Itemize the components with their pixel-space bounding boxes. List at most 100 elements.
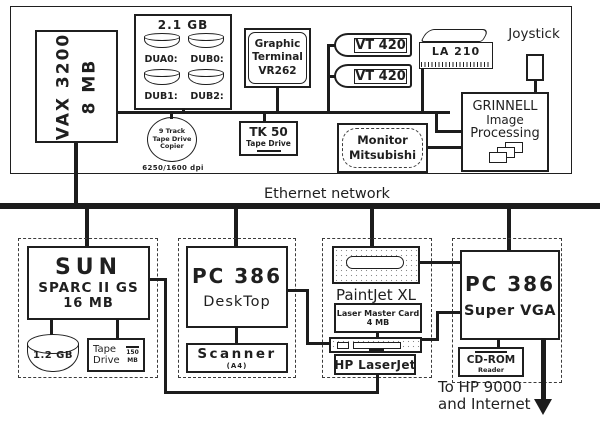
internet-note-line1: To HP 9000	[438, 378, 522, 396]
disk-cylinder-icon	[144, 69, 180, 85]
laserjet-to-pc-line	[436, 311, 460, 314]
sun-sparc-box: SUN SPARC II GS 16 MB	[27, 246, 150, 320]
hp-laserjet-printer-icon	[329, 337, 422, 353]
disk-cylinder-icon	[188, 69, 224, 85]
sun-tape-drive-box: Tape Drive 150 MB	[87, 338, 145, 372]
laser-master-card-box: Laser Master Card 4 MB	[334, 303, 422, 333]
sun-group-box	[18, 238, 158, 378]
graphic-terminal-line1: Graphic	[254, 38, 301, 51]
pc-vga-drop-line	[507, 209, 511, 251]
pc-to-laserjet-line	[306, 342, 331, 345]
pc-vga-type: Super VGA	[463, 302, 557, 319]
graphic-terminal-box: Graphic Terminal VR262	[244, 28, 311, 88]
disk-array-box: 2.1 GB DUA0: DUB0: DUB1: DUB2:	[134, 14, 232, 110]
sun-name: SUN	[54, 255, 123, 280]
connector-line	[421, 68, 424, 113]
laser-master-name: Laser Master Card	[336, 309, 420, 318]
vt420-terminal-top: VT 420	[334, 33, 412, 57]
paintjet-printer-icon	[332, 246, 420, 284]
disk-label-dub1: DUB1:	[144, 91, 178, 102]
paintjet-label: PaintJet XL	[335, 286, 417, 304]
tape-copier-line1: 9 Track	[158, 126, 186, 135]
tape-copier-density: 6250/1600 dpi	[142, 164, 204, 172]
laserjet-to-pc-line	[436, 311, 439, 341]
sun-tape-size2: MB	[127, 356, 138, 364]
paintjet-slot-icon	[346, 256, 404, 269]
connector-line	[327, 44, 336, 47]
laser-master-memory: 4 MB	[366, 318, 390, 327]
vt420-bottom-label: VT 420	[354, 68, 407, 84]
cdrom-slot-icon	[475, 350, 507, 353]
grinnell-line3: Processing	[470, 126, 540, 141]
disk-cylinder-icon	[144, 33, 180, 48]
sun-disk-icon: 1.2 GB	[27, 334, 79, 372]
cdrom-reader-box: CD-ROM Reader	[458, 347, 524, 377]
pc-desktop-drop-line	[234, 209, 238, 247]
connector-line	[327, 75, 336, 78]
la210-hatch-icon	[421, 62, 491, 67]
image-stack-icon	[489, 142, 529, 168]
graphic-terminal-line3: VR262	[258, 64, 297, 77]
monitor-mitsubishi-box: Monitor Mitsubishi	[337, 123, 428, 173]
pc-vga-box: PC 386 Super VGA	[460, 250, 560, 340]
pc-vga-group-box	[452, 238, 562, 383]
vax-3200-box: VAX 3200 8 MB	[35, 30, 118, 143]
tape-slot-icon	[126, 346, 139, 349]
printer-detail-icon	[369, 348, 384, 352]
vax-bus-line	[118, 111, 450, 114]
connector-line	[435, 112, 438, 133]
monitor-line2: Mitsubishi	[348, 148, 417, 162]
hp-laserjet-label-box: HP LaserJet	[334, 354, 416, 375]
tk50-type: Tape Drive	[246, 138, 291, 148]
sun-tape-line1: Tape	[93, 343, 117, 355]
tape-copier-line2: Tape Drive	[152, 134, 192, 143]
tk50-box: TK 50 Tape Drive	[239, 121, 298, 156]
vax-3200-label: VAX 3200 8 MB	[51, 33, 102, 141]
pc-desktop-box: PC 386 DeskTop	[186, 246, 288, 328]
sun-tape-capacity: 150 MB	[126, 346, 139, 364]
connector-line	[376, 332, 379, 338]
pc-desktop-name: PC 386	[191, 264, 283, 288]
ethernet-network-label: Ethernet network	[264, 186, 390, 202]
grinnell-line1: GRINNELL	[472, 99, 538, 114]
graphic-terminal-line2: Terminal	[252, 51, 303, 64]
vax-model-text: VAX 3200	[53, 32, 73, 141]
pc-to-laserjet-line	[288, 289, 308, 292]
la210-paper-icon	[420, 29, 490, 42]
sun-model: SPARC II GS	[38, 280, 139, 296]
vt420-bracket-line	[327, 44, 330, 113]
grinnell-line2: Image	[486, 113, 524, 127]
sun-memory: 16 MB	[63, 296, 114, 311]
scanner-name: Scanner	[197, 346, 277, 362]
sun-out-line	[150, 278, 166, 281]
connector-line	[435, 130, 462, 133]
sun-out-line	[164, 278, 167, 394]
tape-copier-circle: 9 Track Tape Drive Copier	[147, 117, 197, 162]
paintjet-drop-line	[370, 209, 374, 247]
vt420-top-label: VT 420	[354, 37, 407, 53]
grinnell-box: GRINNELL Image Processing	[461, 92, 549, 172]
laserjet-to-pc-line	[422, 338, 438, 341]
internet-note-line2: and Internet	[438, 395, 531, 414]
tape-copier-line3: Copier	[160, 142, 184, 151]
monitor-inner: Monitor Mitsubishi	[342, 128, 423, 168]
joystick-label: Joystick	[508, 26, 560, 42]
sun-to-laserjet-line	[376, 374, 379, 394]
monitor-line1: Monitor	[357, 133, 408, 148]
connector-line	[428, 146, 462, 149]
tk50-slot-icon	[256, 149, 281, 153]
vt420-terminal-bottom: VT 420	[334, 64, 412, 88]
la210-label: LA 210	[431, 45, 481, 58]
cdrom-type: Reader	[477, 365, 505, 374]
sun-disk-label: 1.2 GB	[32, 350, 74, 361]
hp-laserjet-label: HP LaserJet	[334, 357, 416, 372]
connector-line	[182, 108, 185, 113]
paintjet-to-pc-line	[420, 261, 460, 264]
pc-desktop-type: DeskTop	[203, 294, 271, 310]
graphic-terminal-inner: Graphic Terminal VR262	[248, 32, 307, 84]
sun-drop-line	[85, 209, 89, 247]
connector-line	[263, 112, 266, 122]
disk-array-capacity: 2.1 GB	[157, 18, 209, 32]
down-arrow-icon	[534, 399, 552, 415]
